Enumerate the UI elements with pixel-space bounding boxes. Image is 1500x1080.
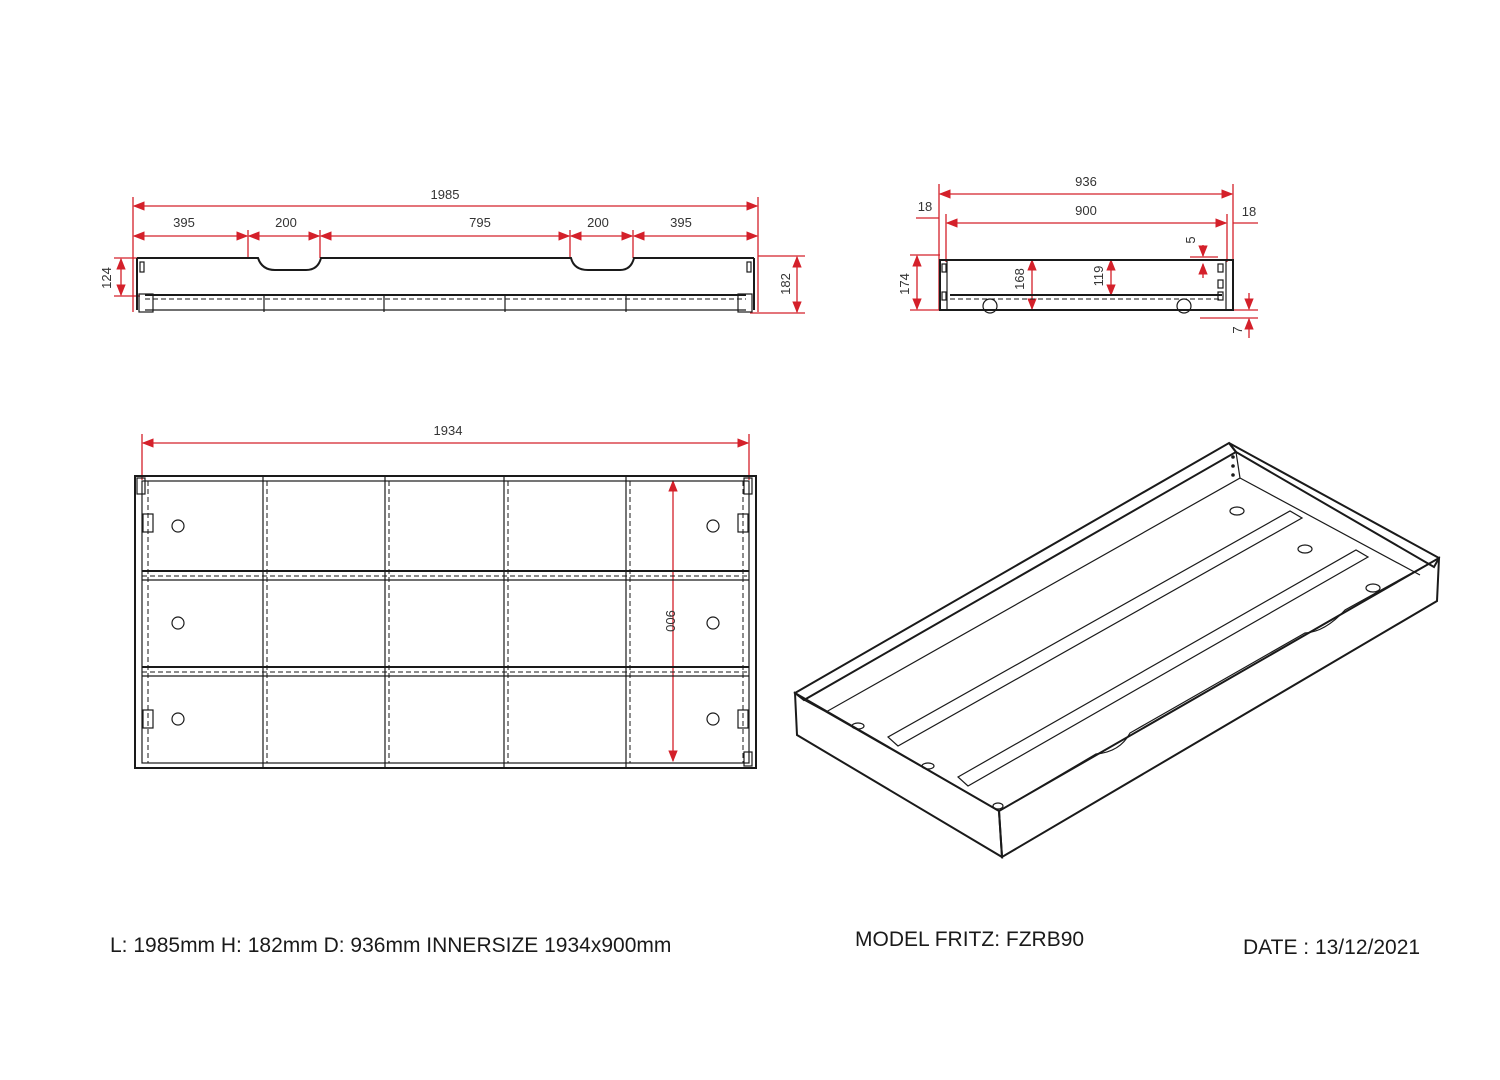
slat bbox=[886, 510, 1304, 747]
slat bbox=[956, 549, 1370, 787]
back-long-panel-top bbox=[793, 441, 1238, 702]
castor-bracket bbox=[737, 513, 749, 533]
side-panel-outline bbox=[939, 259, 1234, 311]
dimension-label-floor-clearance: 7 bbox=[1230, 326, 1245, 333]
isometric-view bbox=[793, 441, 1441, 859]
hole bbox=[1297, 544, 1313, 554]
dimension-label-overall-length: 1985 bbox=[431, 187, 460, 202]
dimension-label-slat-height: 119 bbox=[1091, 266, 1106, 287]
hole bbox=[706, 519, 720, 533]
front-long-panel bbox=[997, 556, 1441, 859]
castor bbox=[138, 293, 154, 313]
hole bbox=[171, 519, 185, 533]
dimension-label-top-gap: 5 bbox=[1183, 236, 1198, 243]
dimension-label-segment-2: 200 bbox=[275, 215, 297, 230]
dimension-label-right-panel: 18 bbox=[1242, 204, 1256, 219]
castor-bracket bbox=[142, 709, 154, 729]
dimension-label-segment-1: 395 bbox=[173, 215, 195, 230]
fixing-mark bbox=[941, 263, 947, 273]
dimension-label-segment-4: 200 bbox=[587, 215, 609, 230]
date-caption: DATE : 13/12/2021 bbox=[1243, 936, 1421, 959]
model-caption: MODEL FRITZ: FZRB90 bbox=[855, 928, 1085, 951]
dimension-label-inner-depth: 900 bbox=[1075, 203, 1097, 218]
front-panel-top-edge bbox=[137, 257, 754, 271]
hole bbox=[851, 722, 865, 730]
dimension-label-inner-height: 168 bbox=[1012, 268, 1027, 290]
dimension-label-total-height: 174 bbox=[897, 273, 912, 295]
hole bbox=[706, 616, 720, 630]
castor-wheel bbox=[1176, 298, 1192, 314]
castor-bracket bbox=[737, 709, 749, 729]
castor-wheel bbox=[982, 298, 998, 314]
top-view: 1934 900 bbox=[134, 423, 757, 769]
hole bbox=[992, 802, 1004, 810]
hole bbox=[1365, 583, 1381, 593]
fixing-mark bbox=[746, 261, 752, 273]
hole bbox=[706, 712, 720, 726]
dimension-label-side-height: 124 bbox=[99, 267, 114, 289]
dimension-label-left-panel: 18 bbox=[918, 199, 932, 214]
overall-dimensions-caption: L: 1985mm H: 182mm D: 936mm INNERSIZE 19… bbox=[110, 934, 672, 957]
dimension-label-inner-length: 1934 bbox=[434, 423, 463, 438]
fixing-dot bbox=[1231, 455, 1235, 459]
inner-back-wall bbox=[803, 451, 1241, 713]
fixing-mark bbox=[1217, 279, 1224, 289]
hole bbox=[171, 616, 185, 630]
side-view: 936 900 18 18 5 174 168 119 7 bbox=[897, 174, 1258, 338]
fixing-mark bbox=[136, 477, 146, 495]
hole bbox=[171, 712, 185, 726]
fixing-mark bbox=[743, 751, 753, 767]
castor bbox=[737, 293, 753, 313]
left-short-panel bbox=[793, 691, 1004, 859]
hole bbox=[1229, 506, 1245, 516]
frame-outline bbox=[134, 475, 757, 769]
dimension-label-segment-3: 795 bbox=[469, 215, 491, 230]
fixing-mark bbox=[743, 477, 753, 495]
fixing-dot bbox=[1231, 464, 1235, 468]
dimension-label-segment-5: 395 bbox=[670, 215, 692, 230]
inner-right-wall bbox=[1239, 477, 1421, 576]
fixing-mark bbox=[1217, 291, 1224, 301]
fixing-mark bbox=[139, 261, 145, 273]
right-short-panel-top bbox=[1228, 442, 1441, 569]
fixing-mark bbox=[941, 291, 947, 301]
dimension-label-inner-depth: 900 bbox=[663, 610, 678, 632]
inner-outline bbox=[141, 480, 750, 764]
fixing-mark bbox=[1217, 263, 1224, 273]
front-view: 1985 395 200 795 200 395 124 182 bbox=[99, 187, 805, 314]
dimension-label-overall-depth: 936 bbox=[1075, 174, 1097, 189]
front-panel-top-edge bbox=[998, 557, 1440, 812]
dimension-label-total-height: 182 bbox=[778, 273, 793, 295]
castor-bracket bbox=[142, 513, 154, 533]
hole bbox=[921, 762, 935, 770]
fixing-dot bbox=[1231, 473, 1235, 477]
